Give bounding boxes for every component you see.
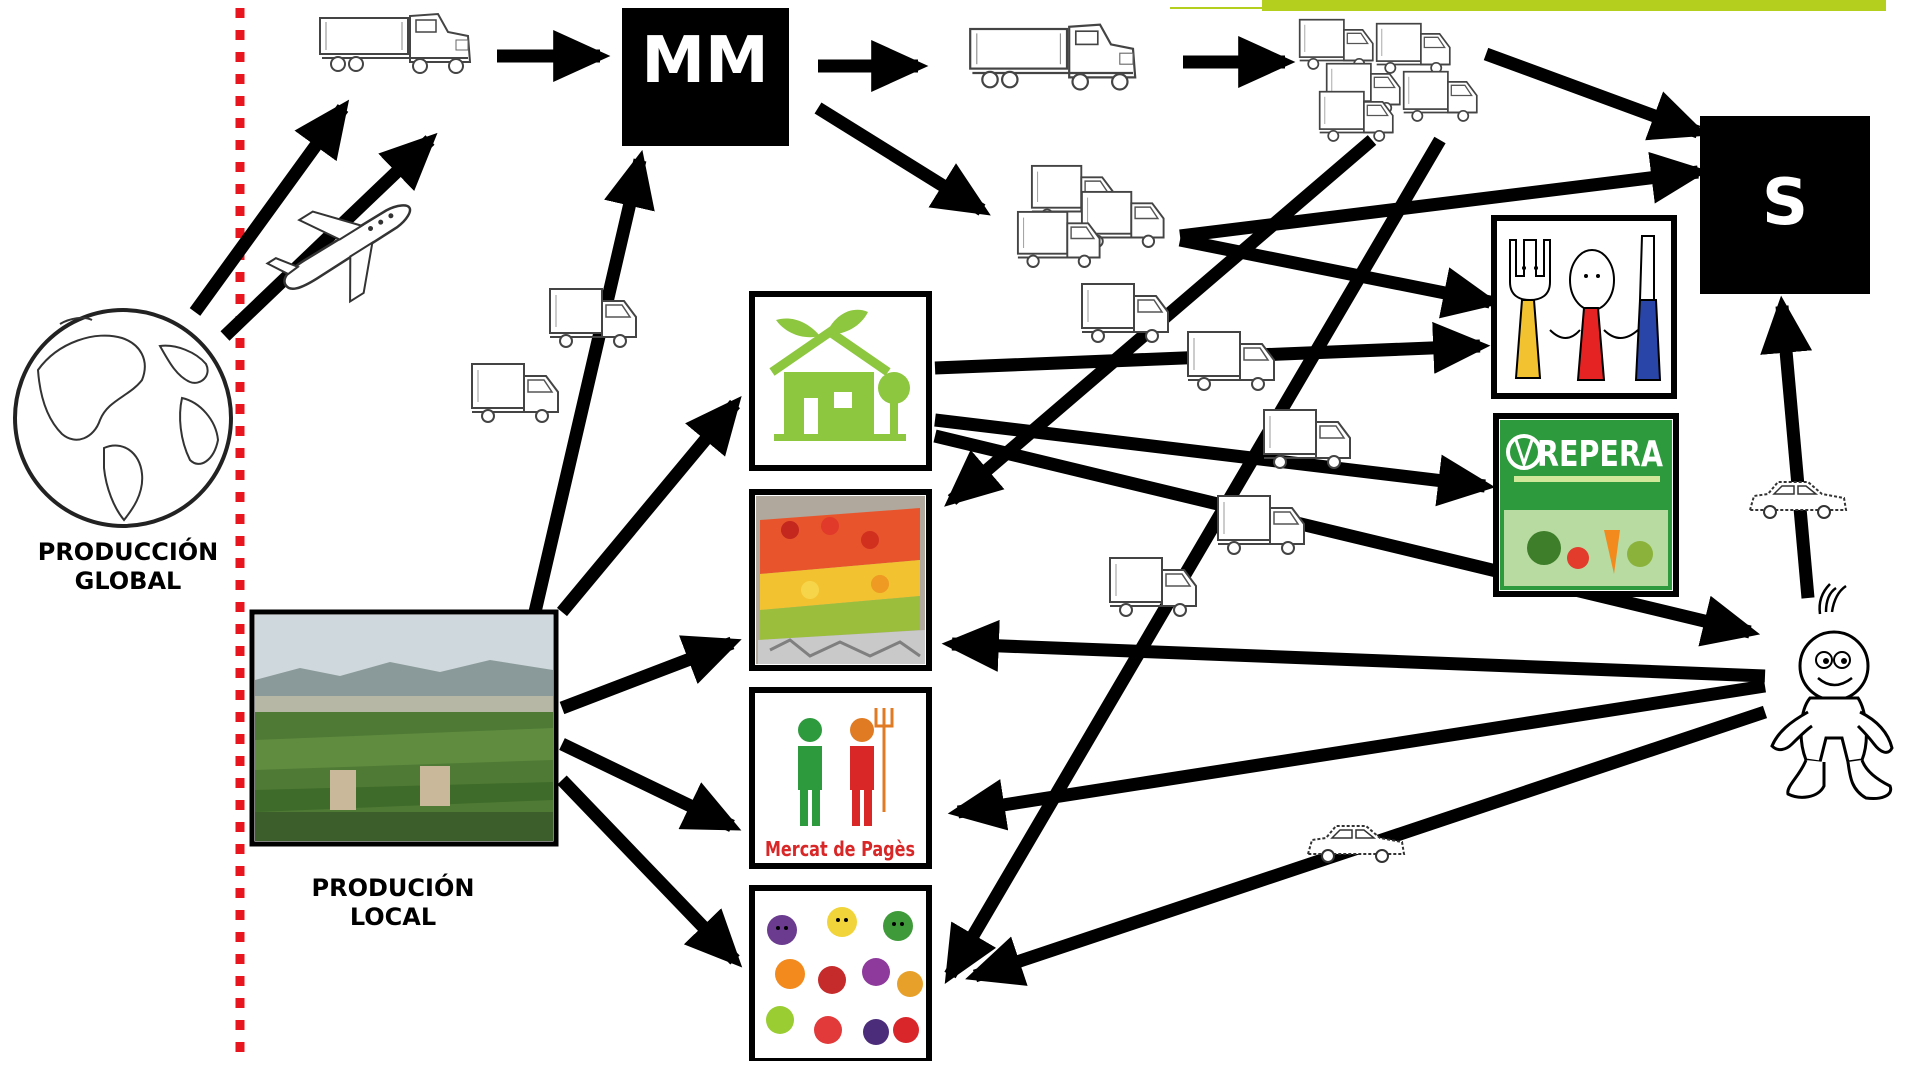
- supermarket-box: S: [1700, 116, 1870, 294]
- arrow-consumer-to-mercat: [947, 679, 1767, 831]
- repera-tile: REPERA: [1493, 413, 1679, 597]
- global-production-label: PRODUCCIÓN GLOBAL: [8, 538, 248, 596]
- van-icon: [1217, 495, 1305, 555]
- wholesale-market-label: MM: [641, 24, 768, 98]
- truck-icon: [319, 13, 471, 74]
- wholesale-market-box: MM: [622, 8, 789, 146]
- arrow-local-to-mm: [528, 149, 655, 614]
- van-icon: [1187, 331, 1275, 391]
- fruit-shop-tile: [749, 885, 932, 1064]
- airplane-icon: [265, 204, 412, 304]
- local-production-label: PRODUCIÓN LOCAL: [276, 874, 510, 932]
- van-cluster: [1016, 164, 1165, 268]
- restaurant-tile: [1491, 215, 1677, 399]
- arrow-consumer-to-s: [1760, 295, 1815, 599]
- global-production-line-1: PRODUCCIÓN: [37, 538, 219, 566]
- van-icon: [471, 363, 559, 423]
- local-production-line-1: PRODUCIÓN: [311, 874, 475, 902]
- van-icon: [1081, 283, 1169, 343]
- local-production-photo: [249, 609, 559, 847]
- arrow-local-to-house: [557, 396, 742, 617]
- arrow-house-to-consumer: [933, 429, 1761, 647]
- produce-market-tile: [749, 489, 932, 671]
- arrow-local-to-farmstore: [557, 775, 743, 968]
- arrow-local-to-market: [559, 635, 742, 715]
- local-production-line-2: LOCAL: [349, 903, 437, 931]
- arrow-global-to-truck: [189, 99, 350, 316]
- van-fleet: [1298, 18, 1478, 142]
- arrow-consumer-to-market: [941, 619, 1766, 683]
- arrow-fleet-to-farmstore: [944, 136, 1446, 984]
- mercat-logo-text: Mercat de Pagès: [765, 837, 915, 861]
- consumer-character-icon: [1770, 583, 1894, 800]
- global-production-line-2: GLOBAL: [74, 567, 182, 595]
- globe-icon: [13, 308, 233, 528]
- mercat-de-pages-tile: Mercat de Pagès: [749, 687, 932, 869]
- arrow-mm-to-vans: [814, 102, 991, 216]
- arrow-global-to-plane: [220, 132, 438, 341]
- accent-bar: [1262, 0, 1886, 11]
- arrow-fleet-to-s: [1483, 47, 1708, 141]
- van-icon: [1298, 18, 1374, 70]
- repera-logo-text: REPERA: [1537, 434, 1663, 475]
- arrow-local-to-mercat: [559, 738, 742, 832]
- supermarket-label: S: [1762, 166, 1808, 240]
- van-icon: [1375, 22, 1451, 74]
- green-house-tile: [749, 291, 932, 471]
- arrow-vans-to-restaurant: [1178, 233, 1501, 319]
- truck-icon: [969, 23, 1137, 91]
- van-icon: [1402, 70, 1478, 122]
- arrow-house-to-repera: [934, 413, 1496, 507]
